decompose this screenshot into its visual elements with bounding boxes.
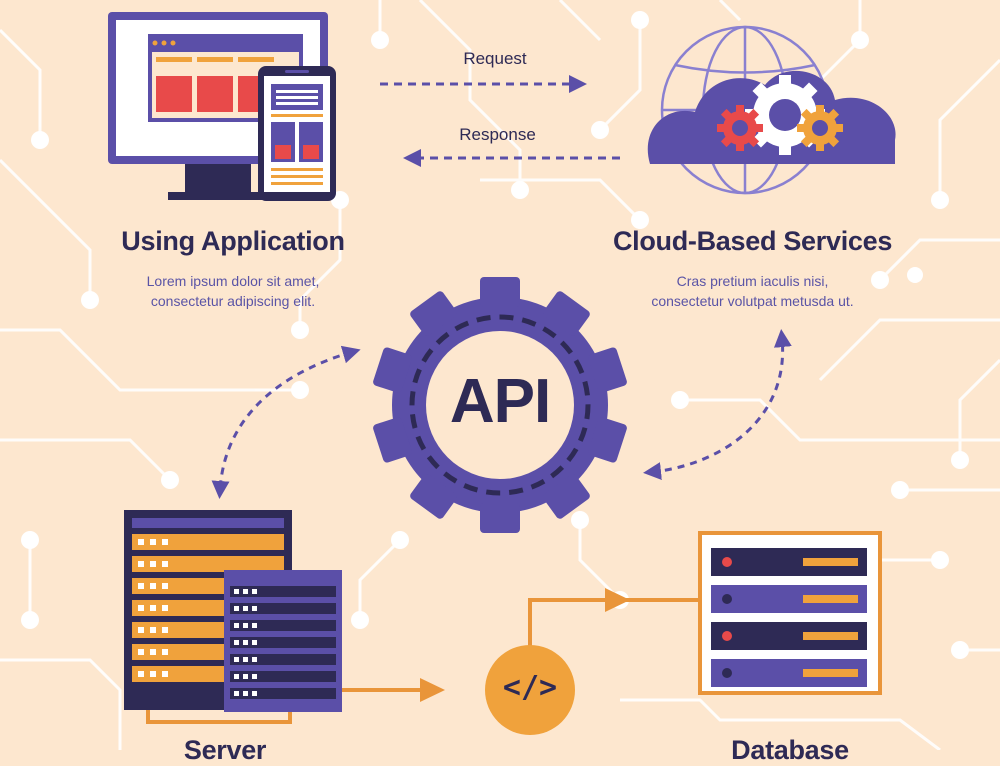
using-application-title: Using Application	[121, 226, 345, 256]
code-label: </>	[502, 670, 558, 705]
code-icon	[485, 645, 575, 735]
api-app-arrow	[211, 345, 361, 499]
server-to-code-arrowhead	[420, 678, 445, 702]
database-icon	[698, 531, 882, 695]
api-gear	[373, 277, 627, 533]
database-title: Database	[731, 735, 849, 765]
cloud-services-desc-1: Cras pretium iaculis nisi,	[676, 273, 829, 289]
server-rack-icon	[124, 510, 342, 712]
api-label: API	[449, 367, 551, 436]
cloud-services-title: Cloud-Based Services	[612, 226, 893, 256]
server-title: Server	[183, 735, 267, 765]
api-diagram	[0, 0, 1000, 750]
request-label: Request	[463, 49, 527, 68]
code-to-db-arrowhead	[605, 588, 630, 612]
cloud-services-desc-2: consectetur volutpat metusda ut.	[651, 293, 854, 309]
using-application-desc-2: consectetur adipiscing elit.	[150, 293, 316, 309]
response-label: Response	[459, 125, 536, 144]
smartphone-icon	[258, 66, 336, 201]
using-application-desc-1: Lorem ipsum dolor sit amet,	[146, 273, 320, 289]
